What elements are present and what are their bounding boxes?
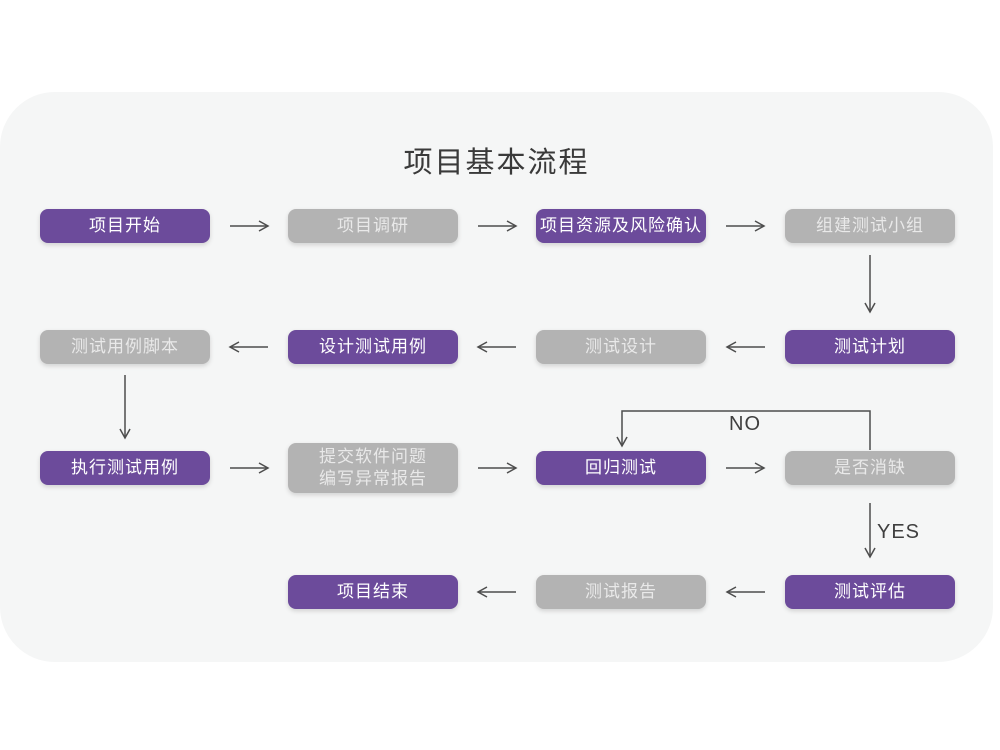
node-label: 执行测试用例 [71,458,179,477]
node-case-scripts: 测试用例脚本 [40,330,210,364]
node-label: 提交软件问题 [319,447,427,466]
node-label: 项目调研 [337,216,409,235]
edge-label-no: NO [729,413,761,435]
node-label: 项目结束 [337,582,409,601]
node-test-report: 测试报告 [536,575,706,609]
node-label: 是否消缺 [834,458,906,477]
node-project-end: 项目结束 [288,575,458,609]
node-defect-check: 是否消缺 [785,451,955,485]
flowchart-card [0,92,993,662]
node-regression-test: 回归测试 [536,451,706,485]
node-label: 项目开始 [89,216,161,235]
node-label: 设计测试用例 [319,337,427,356]
node-label: 测试计划 [834,337,906,356]
node-project-research: 项目调研 [288,209,458,243]
page-title: 项目基本流程 [403,147,590,179]
arrow-defect-check-no-to-regression-test [616,410,871,450]
node-project-start: 项目开始 [40,209,210,243]
node-label: 回归测试 [585,458,657,477]
node-test-design: 测试设计 [536,330,706,364]
node-test-plan: 测试计划 [785,330,955,364]
node-label: 组建测试小组 [816,216,924,235]
node-execute-cases: 执行测试用例 [40,451,210,485]
node-submit-issues: 提交软件问题编写异常报告 [288,443,458,493]
node-test-evaluate: 测试评估 [785,575,955,609]
node-label: 项目资源及风险确认 [540,216,702,235]
node-label: 测试设计 [585,337,657,356]
node-build-team: 组建测试小组 [785,209,955,243]
node-risk-confirm: 项目资源及风险确认 [536,209,706,243]
node-label: 测试报告 [585,582,657,601]
node-label: 编写异常报告 [319,469,427,488]
node-label: 测试用例脚本 [71,337,179,356]
edge-label-yes: YES [877,521,921,543]
node-design-cases: 设计测试用例 [288,330,458,364]
node-label: 测试评估 [834,582,906,601]
